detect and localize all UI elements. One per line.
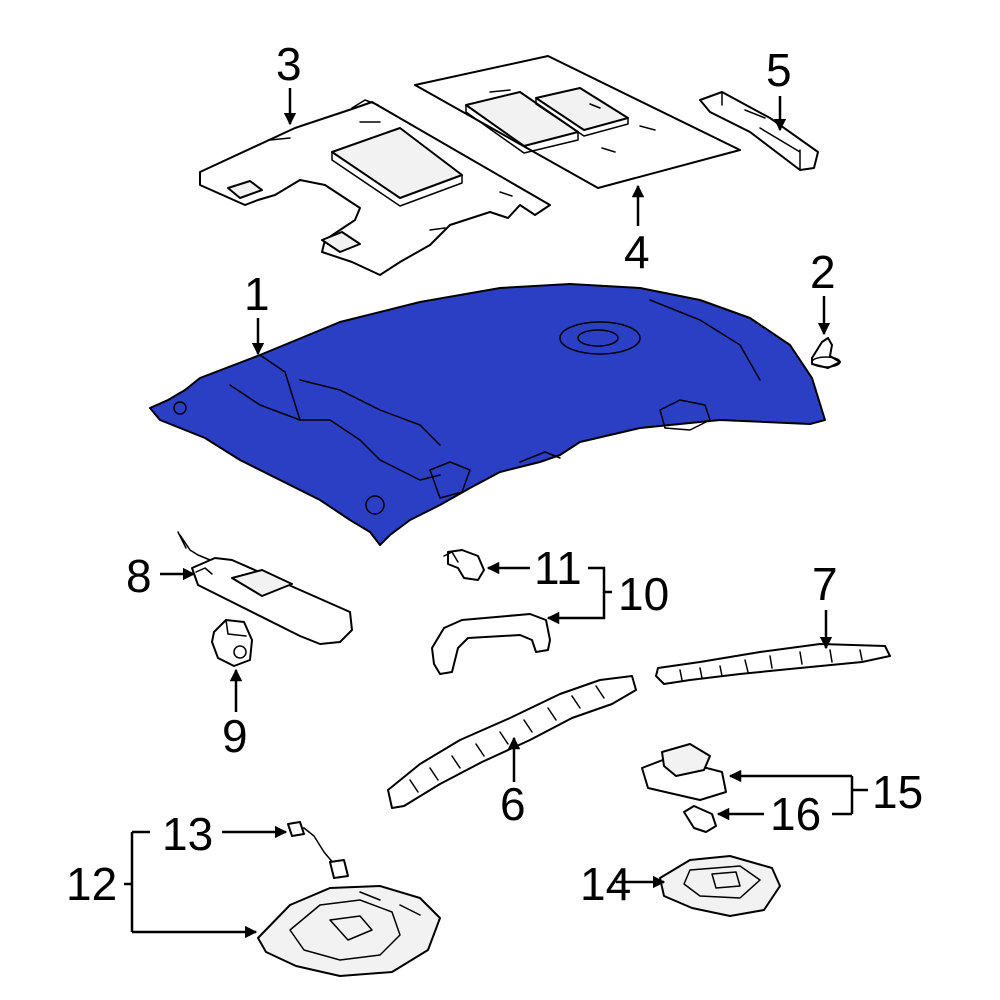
callout-14: 14 bbox=[580, 858, 631, 910]
callout-3: 3 bbox=[276, 38, 302, 90]
visor-holder bbox=[211, 619, 253, 667]
callout-5: 5 bbox=[766, 44, 792, 96]
callout-16: 16 bbox=[770, 788, 821, 840]
callout-1: 1 bbox=[244, 268, 270, 320]
callout-6: 6 bbox=[500, 778, 526, 830]
roof-pad-bracket bbox=[699, 91, 819, 171]
callout-numbers: 3 5 4 1 2 8 9 11 10 7 6 15 16 13 12 14 bbox=[66, 38, 923, 910]
callout-15: 15 bbox=[872, 766, 923, 818]
grip-bolt bbox=[443, 549, 485, 581]
callout-8: 8 bbox=[126, 550, 152, 602]
callout-9: 9 bbox=[222, 710, 248, 762]
callout-13: 13 bbox=[162, 808, 213, 860]
dome-lamp-housing bbox=[659, 855, 781, 917]
callout-12: 12 bbox=[66, 858, 117, 910]
leader-lines bbox=[124, 88, 868, 939]
callout-11: 11 bbox=[534, 542, 582, 594]
callout-7: 7 bbox=[812, 558, 838, 610]
wire-harness bbox=[287, 821, 349, 879]
overhead-console bbox=[257, 885, 441, 977]
sun-visor bbox=[177, 531, 353, 645]
dome-lamp-lens bbox=[641, 743, 727, 801]
assist-grip bbox=[431, 613, 551, 675]
headliner bbox=[149, 283, 826, 546]
roof-side-garnish-7 bbox=[655, 643, 891, 685]
roof-insulator-front bbox=[199, 99, 551, 276]
callout-2: 2 bbox=[810, 246, 836, 298]
headliner-clip bbox=[811, 337, 841, 369]
callout-4: 4 bbox=[624, 226, 650, 278]
callout-10: 10 bbox=[618, 568, 669, 620]
lamp-bulb bbox=[683, 805, 717, 833]
roof-insulator-rear bbox=[414, 55, 741, 189]
